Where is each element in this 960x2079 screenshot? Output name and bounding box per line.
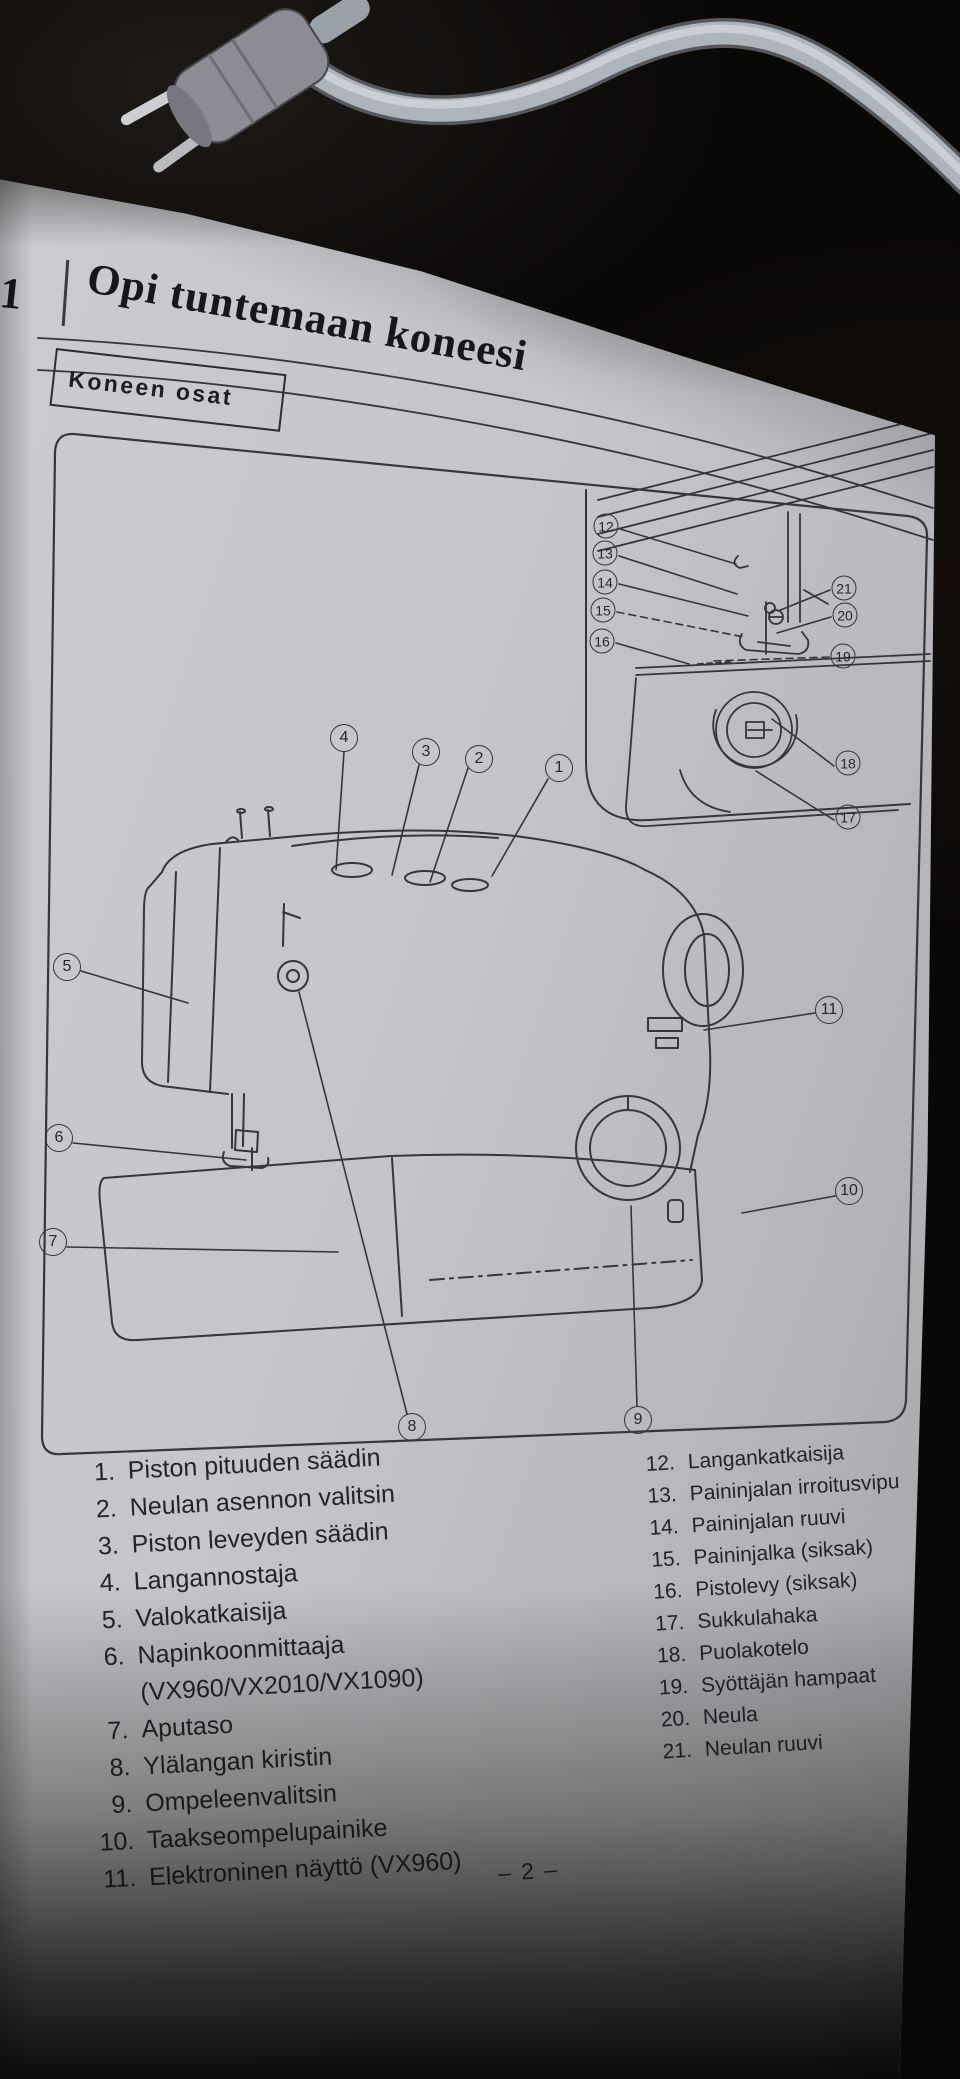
page-line-art xyxy=(37,337,934,1456)
callout-16: 16 xyxy=(589,628,615,654)
callout-10: 10 xyxy=(835,1177,863,1205)
part-number: 4. xyxy=(99,1568,122,1598)
part-number: 15. xyxy=(650,1547,682,1572)
sewing-machine-drawing xyxy=(98,806,744,1342)
callout-3: 3 xyxy=(412,738,440,766)
callout-7: 7 xyxy=(39,1228,67,1256)
part-number: 7. xyxy=(106,1716,130,1746)
part-label: Neulan ruuvi xyxy=(704,1730,824,1761)
part-number: 18. xyxy=(656,1642,687,1668)
part-label: Aputaso xyxy=(140,1710,234,1744)
part-number: 16. xyxy=(652,1579,684,1604)
callout-19: 19 xyxy=(830,643,856,669)
part-number: 6. xyxy=(102,1642,126,1672)
callout-4: 4 xyxy=(330,724,358,752)
part-label: Napinkoonmittaaja xyxy=(136,1630,346,1670)
part-label: Puolakotelo xyxy=(698,1635,810,1666)
part-number: 17. xyxy=(654,1610,686,1636)
callout-2: 2 xyxy=(465,745,493,773)
part-label: Sukkulahaka xyxy=(696,1603,819,1634)
page-number: – 2 – xyxy=(497,1855,560,1887)
part-number: 13. xyxy=(646,1483,678,1508)
manual-page: 1 Opi tuntemaan koneesi Koneen osat 1 2 … xyxy=(0,179,935,2079)
callout-11: 11 xyxy=(815,996,843,1024)
section-title: Koneen osat xyxy=(67,365,235,410)
callout-1: 1 xyxy=(545,754,573,782)
parts-list-left: 1.Piston pituuden säädin 2.Neulan asenno… xyxy=(66,1432,549,1899)
part-number: 14. xyxy=(648,1515,680,1540)
callout-9: 9 xyxy=(624,1406,652,1434)
callout-18: 18 xyxy=(835,750,861,776)
part-number: 10. xyxy=(98,1826,135,1857)
part-number: 1. xyxy=(93,1457,116,1487)
part-number: 2. xyxy=(95,1494,118,1524)
part-number: 9. xyxy=(110,1790,134,1820)
parts-list-right: 12.Langankatkaisija 13.Paininjalan irroi… xyxy=(628,1432,935,1770)
callout-leader-lines xyxy=(66,528,836,1415)
callout-13: 13 xyxy=(592,540,618,566)
power-cable-figure xyxy=(120,0,960,195)
callout-8: 8 xyxy=(398,1413,426,1441)
part-number: 19. xyxy=(658,1674,689,1700)
callout-6: 6 xyxy=(45,1124,73,1152)
part-number: 12. xyxy=(645,1451,676,1476)
callout-12: 12 xyxy=(593,513,619,539)
part-label: Syöttäjän hampaat xyxy=(700,1663,877,1698)
diagram-frame xyxy=(40,432,929,1456)
part-number: 8. xyxy=(108,1753,132,1783)
part-label: Langannostaja xyxy=(132,1559,299,1596)
power-cable xyxy=(303,18,960,195)
callout-17: 17 xyxy=(835,804,861,830)
inset-drawing xyxy=(597,415,934,828)
part-label: Pistolevy (siksak) xyxy=(694,1568,859,1602)
part-number: 11. xyxy=(102,1863,137,1894)
header-rules xyxy=(37,337,934,541)
part-label: Ylälangan kiristin xyxy=(142,1742,333,1781)
part-number: 5. xyxy=(101,1605,124,1635)
part-label: Neula xyxy=(702,1702,759,1730)
part-number: 21. xyxy=(662,1738,693,1764)
callout-15: 15 xyxy=(590,597,616,623)
inset-frame xyxy=(585,489,911,822)
part-number: 20. xyxy=(660,1706,691,1732)
callout-14: 14 xyxy=(592,569,618,595)
part-label: Ompeleenvalitsin xyxy=(144,1779,338,1818)
callout-20: 20 xyxy=(832,602,858,628)
callout-5: 5 xyxy=(53,953,81,981)
part-number: 3. xyxy=(97,1531,120,1561)
power-plug xyxy=(120,0,370,173)
callout-21: 21 xyxy=(831,575,857,601)
part-label: Valokatkaisija xyxy=(134,1596,288,1633)
part-label: Paininjalan ruuvi xyxy=(690,1505,847,1538)
part-label: Langankatkaisija xyxy=(687,1441,845,1474)
